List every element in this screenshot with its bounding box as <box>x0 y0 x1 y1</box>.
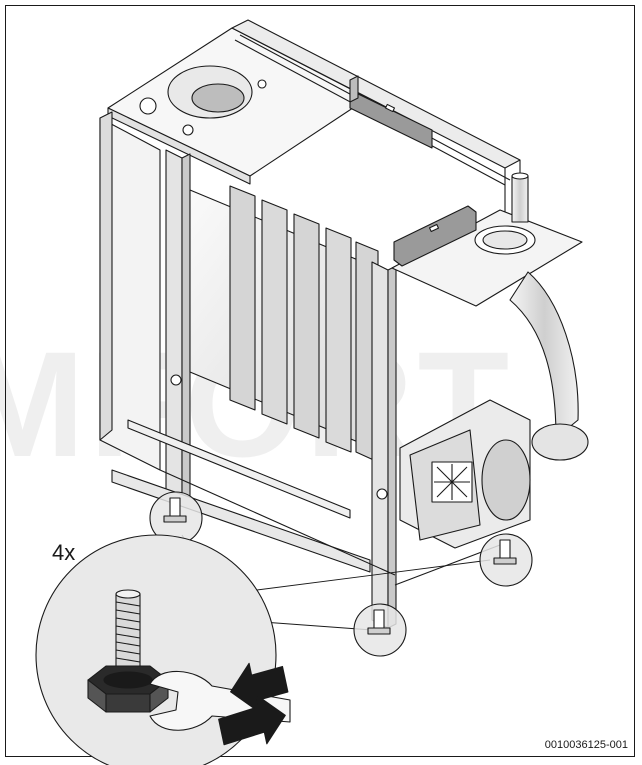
rotate-arrow-icon <box>218 662 289 746</box>
flue-plate <box>391 172 583 307</box>
foot-highlight-rear-right <box>479 533 533 587</box>
burner-fan-unit <box>399 399 531 549</box>
heat-exchanger-sections <box>189 185 383 463</box>
front-left-leg <box>165 149 191 501</box>
front-right-leg <box>371 261 397 629</box>
quantity-label: 4x <box>52 540 76 565</box>
document-id: 0010036125-001 <box>544 739 628 751</box>
spirit-level-icon <box>393 205 477 267</box>
adjustable-foot-detail <box>35 534 291 765</box>
foot-highlight-front-right <box>353 603 407 657</box>
air-intake-duct <box>509 271 589 461</box>
foot-highlight-front-left <box>149 491 203 545</box>
left-side-wall <box>99 111 161 471</box>
spirit-level-icon <box>349 75 433 149</box>
